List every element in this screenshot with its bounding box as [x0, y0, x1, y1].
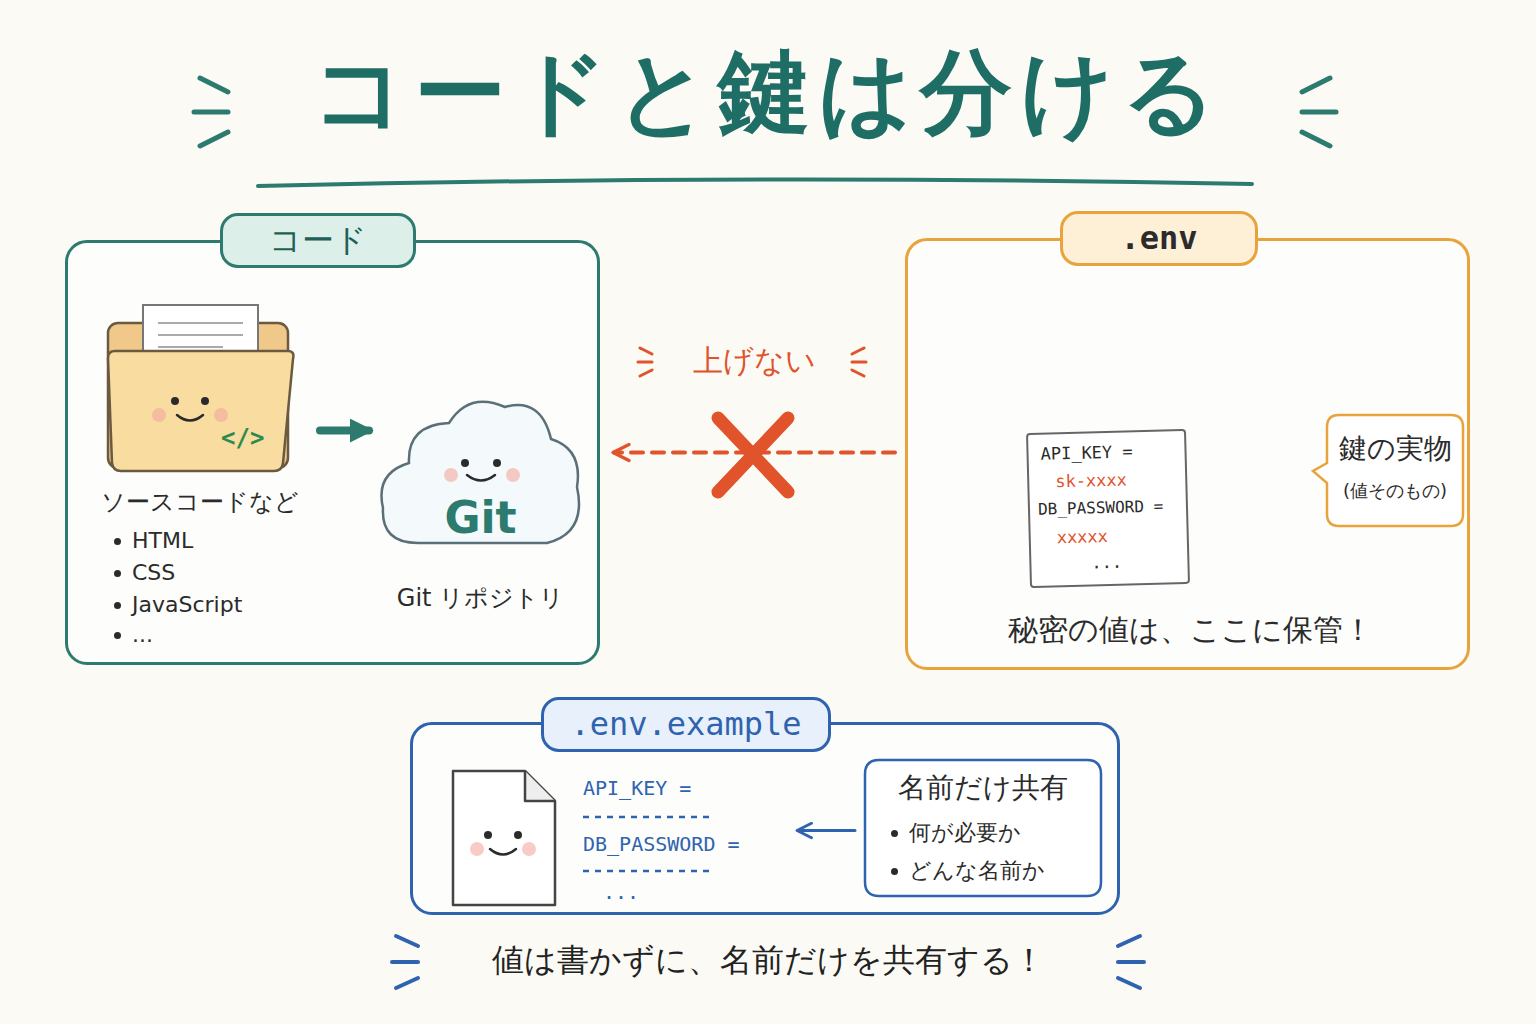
title-dash	[200, 132, 228, 146]
folder-icon-shape	[108, 351, 293, 471]
caption-dashes	[392, 936, 1144, 988]
title-dash	[194, 110, 228, 115]
spark-dash	[852, 361, 866, 364]
example-panel: .env.exampleAPI_KEY =DB_PASSWORD =...名前だ…	[410, 722, 1120, 915]
push-arrow	[320, 427, 369, 435]
repository-caption: Git リポジトリ	[353, 585, 608, 613]
caption-dash	[1118, 936, 1140, 946]
caption-dash	[396, 936, 418, 946]
git-cloud-shape	[467, 475, 495, 481]
forbidden-cross	[718, 418, 788, 492]
example-file-shape	[484, 831, 492, 839]
list-item: CSS	[132, 560, 175, 585]
caption-dash	[392, 960, 418, 964]
list-item: ...	[132, 622, 153, 647]
title-dash	[200, 78, 228, 92]
code-symbol: </>	[221, 425, 264, 453]
secret-value: xxxxx	[1057, 527, 1109, 548]
list-item: HTML	[132, 528, 193, 553]
example-file-shape	[514, 831, 522, 839]
title: コードと鍵は分ける	[0, 40, 1536, 146]
edge-label: 上げない	[693, 343, 816, 378]
folder-caption: ソースコードなど	[101, 489, 299, 517]
caption-dash	[1118, 960, 1144, 964]
caption-dash	[396, 978, 418, 988]
storage-note: 秘密の値は、ここに保管！	[908, 613, 1473, 648]
folder-icon-shape	[177, 415, 203, 421]
folder-icon-shape	[152, 408, 166, 422]
bubble-note: (値そのもの)	[1325, 481, 1465, 502]
caption: 値は書かずに、名前だけを共有する！	[420, 942, 1116, 979]
git-cloud-shape	[461, 459, 469, 467]
secret-value: sk-xxxx	[1055, 470, 1127, 491]
speech-bubble: 鍵の実物 (値そのもの)	[1325, 413, 1465, 528]
secret-paper: API_KEY = sk-xxxxDB_PASSWORD = xxxxx...	[1026, 429, 1190, 588]
git-cloud: GitGit リポジトリ	[373, 383, 588, 563]
folder-icon-shape	[103, 303, 298, 478]
spark-dash	[638, 361, 652, 364]
folder-icon-shape	[158, 323, 243, 347]
folder-icon-shape	[201, 397, 209, 405]
folder-icon-shape	[214, 408, 228, 422]
cloud-label: Git	[373, 493, 588, 544]
git-cloud-shape	[506, 468, 520, 482]
folder-icon: </>ソースコードなど	[103, 303, 298, 478]
example-file-shape	[453, 771, 555, 905]
panel-tab: .env.example	[541, 697, 831, 752]
title-dash	[1302, 132, 1330, 146]
spark-dash	[852, 370, 864, 376]
example-file-shape	[522, 842, 536, 856]
list-item: JavaScript	[132, 592, 242, 617]
example-file-shape	[490, 849, 516, 855]
key-name: API_KEY =	[583, 777, 691, 800]
key-name: DB_PASSWORD =	[583, 833, 740, 856]
speech-bubble: 名前だけ共有何が必要かどんな名前か	[863, 758, 1103, 898]
speech-bubble-shape	[1313, 415, 1463, 526]
git-cloud-shape	[493, 459, 501, 467]
title-dash	[1302, 110, 1336, 115]
bubble-heading: 鍵の実物	[1325, 433, 1465, 465]
cross-stroke	[718, 418, 788, 492]
cross-stroke	[718, 418, 788, 492]
folder-icon-shape	[171, 397, 179, 405]
title-dash	[1302, 78, 1330, 92]
example-file-shape	[470, 842, 484, 856]
example-file: API_KEY = DB_PASSWORD =...	[443, 763, 788, 913]
secret-key-name: DB_PASSWORD =	[1038, 498, 1164, 520]
caption-dash	[1118, 978, 1140, 988]
ellipsis: ...	[1091, 553, 1122, 573]
spark-dash	[640, 370, 652, 376]
ellipsis: ...	[603, 881, 639, 904]
secret-key-name: API_KEY =	[1040, 442, 1133, 464]
env-panel: .env秘密の値は、ここに保管！API_KEY =sk-xxxxDB_PASSW…	[905, 238, 1470, 670]
blocked-arrow	[614, 451, 895, 455]
bubble-item: 何が必要か	[909, 820, 1021, 845]
example-file-shape	[525, 771, 555, 801]
spark-dash	[640, 348, 652, 354]
title-underline	[258, 179, 1252, 186]
bubble-item: どんな名前か	[909, 858, 1045, 883]
bubble-heading: 名前だけ共有	[863, 772, 1103, 804]
speech-bubble-shape	[1325, 413, 1465, 528]
spark-dash	[852, 348, 864, 354]
git-cloud-shape	[444, 468, 458, 482]
panel-tab: コード	[220, 213, 416, 268]
share-arrow	[798, 829, 855, 832]
panel-tab: .env	[1060, 211, 1258, 266]
